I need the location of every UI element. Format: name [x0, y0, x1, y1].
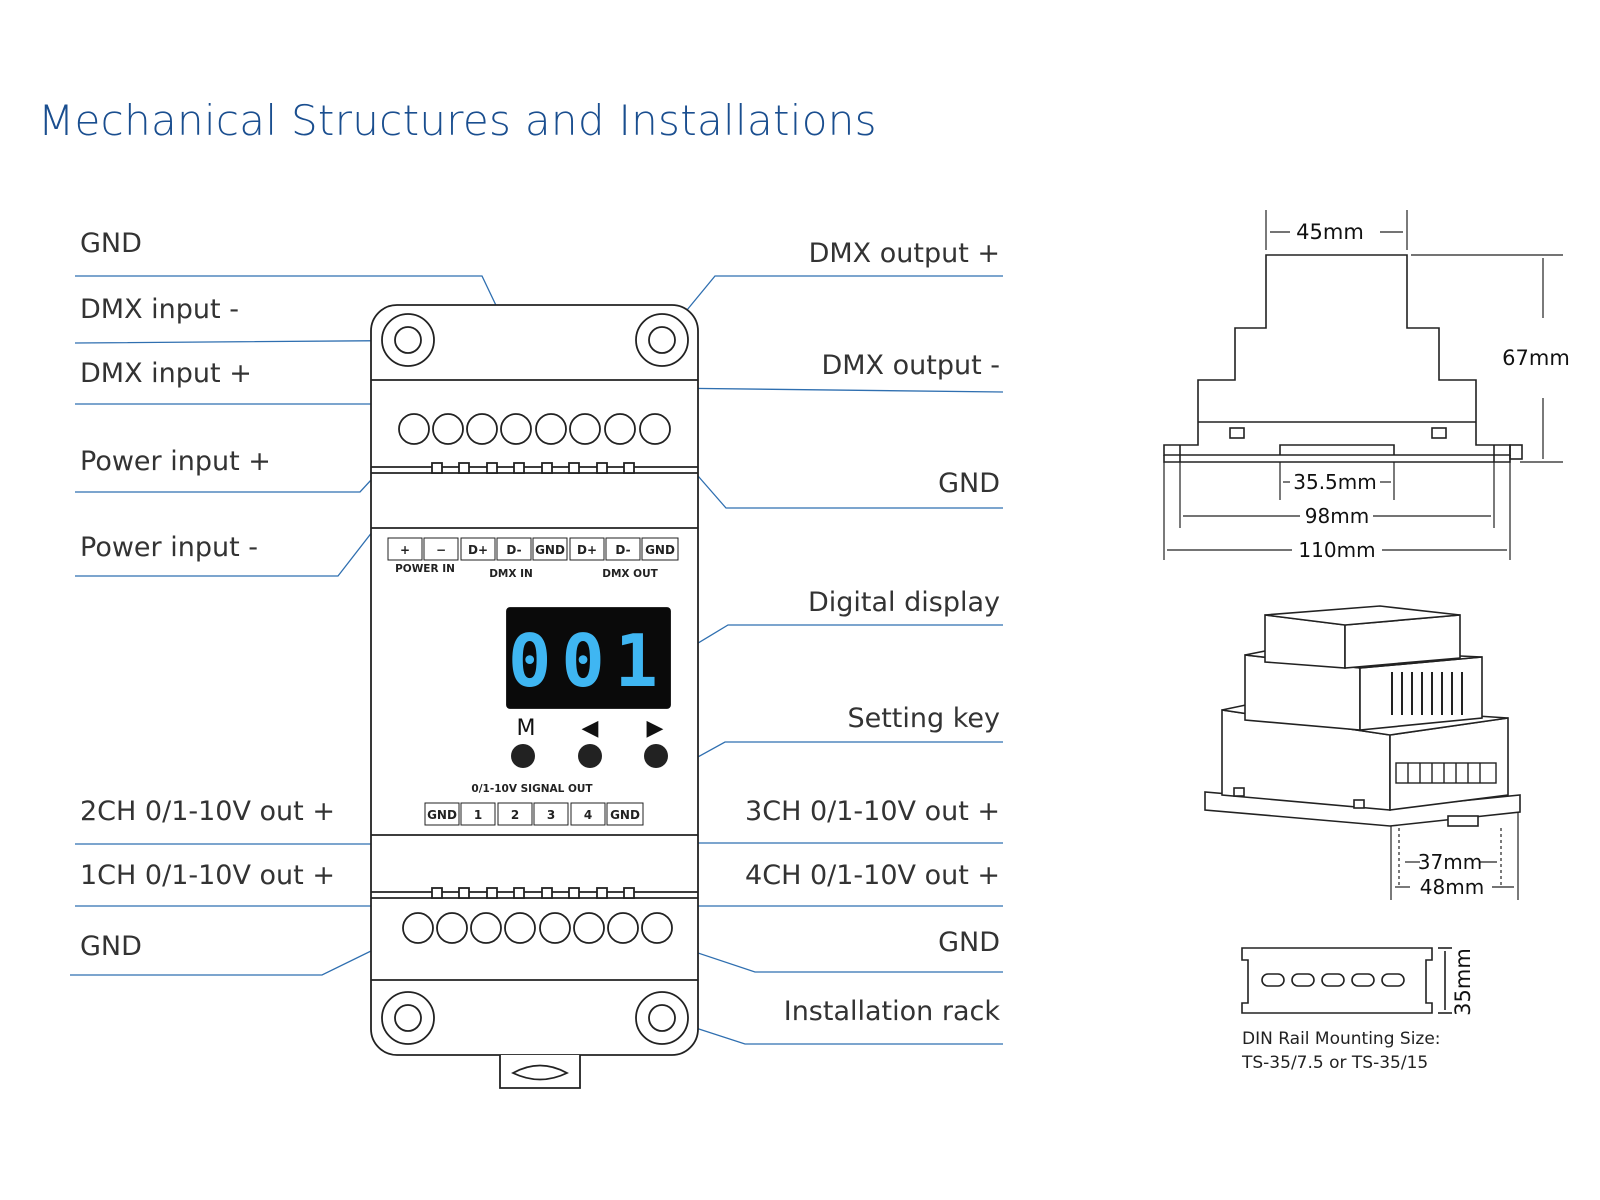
dim-rail-height: 35mm — [1451, 948, 1475, 1016]
bottom-terminal-labels — [424, 802, 644, 826]
term-dmx-in-gnd: GND — [535, 543, 565, 557]
label-gnd-right-bottom: GND — [938, 927, 1000, 958]
group-power-in: POWER IN — [395, 563, 455, 575]
label-setting-key: Setting key — [847, 703, 1000, 734]
term-out-gnd-left: GND — [427, 808, 457, 822]
dim-top-width: 45mm — [1296, 220, 1364, 244]
label-1ch-out: 1CH 0/1-10V out + — [80, 860, 335, 891]
label-dmx-output-minus: DMX output - — [821, 350, 1000, 381]
side-profile-view — [1163, 254, 1523, 463]
iso-top-face — [1264, 605, 1461, 626]
label-digital-display: Digital display — [808, 587, 1000, 618]
label-2ch-out: 2CH 0/1-10V out + — [80, 796, 335, 827]
page-title: Mechanical Structures and Installations — [38, 96, 877, 145]
key-right-label: ▶ — [647, 716, 664, 741]
din-note-sizes: TS-35/7.5 or TS-35/15 — [1241, 1053, 1428, 1073]
group-dmx-in: DMX IN — [489, 568, 533, 580]
group-dmx-out: DMX OUT — [602, 568, 658, 580]
label-4ch-out: 4CH 0/1-10V out + — [745, 860, 1000, 891]
top-terminal-slots — [431, 462, 635, 474]
mount-hole-bottom-left — [381, 991, 435, 1045]
mount-hole-top-left — [381, 313, 435, 367]
dim-depth-inner: 37mm — [1418, 850, 1482, 874]
dim-total-width: 110mm — [1298, 538, 1375, 562]
top-terminal-screws — [398, 413, 671, 445]
key-left-label: ◀ — [582, 716, 599, 741]
mount-hole-top-right — [635, 313, 689, 367]
label-3ch-out: 3CH 0/1-10V out + — [745, 796, 1000, 827]
signal-out-header: 0/1-10V SIGNAL OUT — [471, 783, 593, 795]
term-dmx-in-dplus: D+ — [468, 543, 488, 557]
isometric-dimensions: 37mm 48mm — [1390, 812, 1519, 900]
term-out-3: 3 — [547, 808, 555, 822]
label-gnd-top: GND — [80, 228, 142, 259]
iso-terminal-block — [1395, 762, 1497, 784]
display-readout: 001 — [508, 619, 668, 703]
label-dmx-output-plus: DMX output + — [809, 238, 1000, 269]
din-rail — [1241, 947, 1452, 1014]
key-m-button[interactable] — [511, 744, 535, 768]
term-power-plus: + — [400, 543, 410, 557]
installation-rack-clip — [499, 1055, 581, 1089]
term-out-1: 1 — [474, 808, 482, 822]
side-profile-dimensions: 45mm 67mm 35.5mm 98mm 110mm — [1163, 210, 1570, 562]
label-gnd-right-top: GND — [938, 468, 1000, 499]
iso-fins — [1391, 672, 1463, 715]
leader-digital-display — [669, 624, 1003, 661]
digital-display — [506, 607, 671, 709]
term-dmx-out-gnd: GND — [645, 543, 675, 557]
din-note-title: DIN Rail Mounting Size: — [1242, 1029, 1441, 1049]
label-dmx-input-minus: DMX input - — [80, 294, 239, 325]
dim-depth-outer: 48mm — [1420, 875, 1484, 899]
term-out-gnd-right: GND — [610, 808, 640, 822]
bottom-terminal-screws — [402, 912, 673, 944]
isometric-view — [1204, 605, 1521, 827]
label-installation-rack: Installation rack — [784, 996, 1001, 1027]
key-right-button[interactable] — [644, 744, 668, 768]
key-left-button[interactable] — [578, 744, 602, 768]
label-dmx-input-plus: DMX input + — [80, 358, 252, 389]
dim-mount-width: 98mm — [1305, 504, 1369, 528]
dim-height: 67mm — [1502, 346, 1570, 370]
mount-hole-bottom-right — [635, 991, 689, 1045]
profile-outline — [1163, 254, 1511, 456]
term-dmx-out-dminus: D- — [615, 543, 630, 557]
key-m-label: M — [517, 716, 536, 741]
label-power-input-plus: Power input + — [80, 446, 271, 477]
term-out-4: 4 — [584, 808, 592, 822]
label-gnd-bottom: GND — [80, 931, 142, 962]
term-dmx-in-dminus: D- — [506, 543, 521, 557]
din-rail-slots — [1261, 973, 1405, 987]
term-power-minus: − — [436, 543, 446, 557]
bottom-terminal-slots — [431, 887, 635, 899]
term-dmx-out-dplus: D+ — [577, 543, 597, 557]
device-front-view: + − D+ D- GND D+ D- GND POWER IN DMX IN … — [370, 304, 699, 1089]
dim-rail-width: 35.5mm — [1293, 470, 1377, 494]
top-terminal-labels — [387, 537, 679, 561]
label-power-input-minus: Power input - — [80, 532, 258, 563]
term-out-2: 2 — [511, 808, 519, 822]
